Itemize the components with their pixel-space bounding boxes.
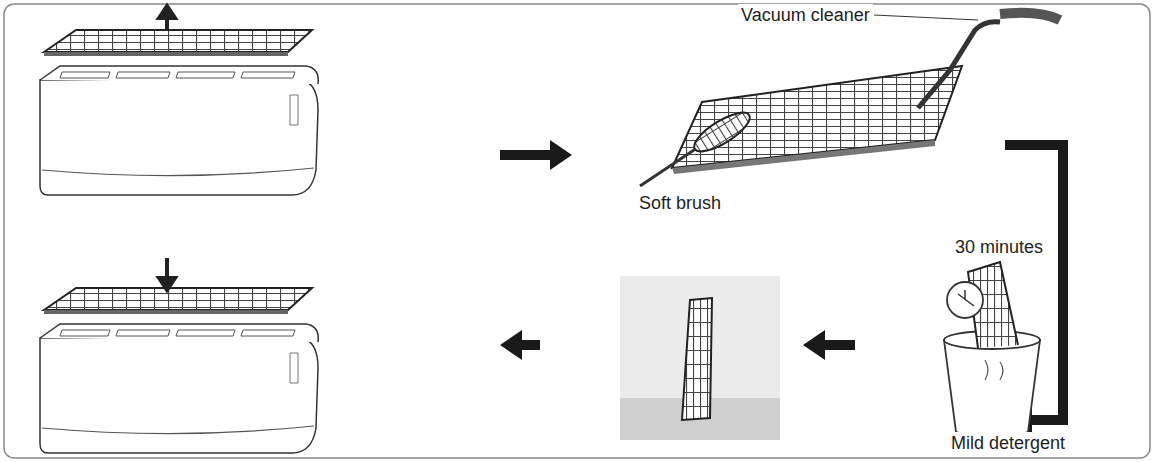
time-label: 30 minutes bbox=[952, 236, 1046, 258]
drying-filter bbox=[620, 276, 780, 440]
part-label: Mild detergent bbox=[948, 432, 1068, 454]
part-label: Soft brush bbox=[636, 192, 724, 214]
aircon-unit bbox=[40, 288, 318, 453]
flow-arrow bbox=[803, 330, 855, 360]
flow-arrow bbox=[500, 330, 540, 360]
lift-arrow bbox=[159, 6, 175, 30]
aircon-unit bbox=[40, 30, 318, 195]
filter-cleaning bbox=[640, 13, 1060, 186]
part-label: Vacuum cleaner bbox=[738, 4, 873, 26]
insert-arrow bbox=[159, 258, 175, 290]
soak-bucket bbox=[944, 262, 1040, 437]
flow-arrow bbox=[500, 140, 572, 170]
